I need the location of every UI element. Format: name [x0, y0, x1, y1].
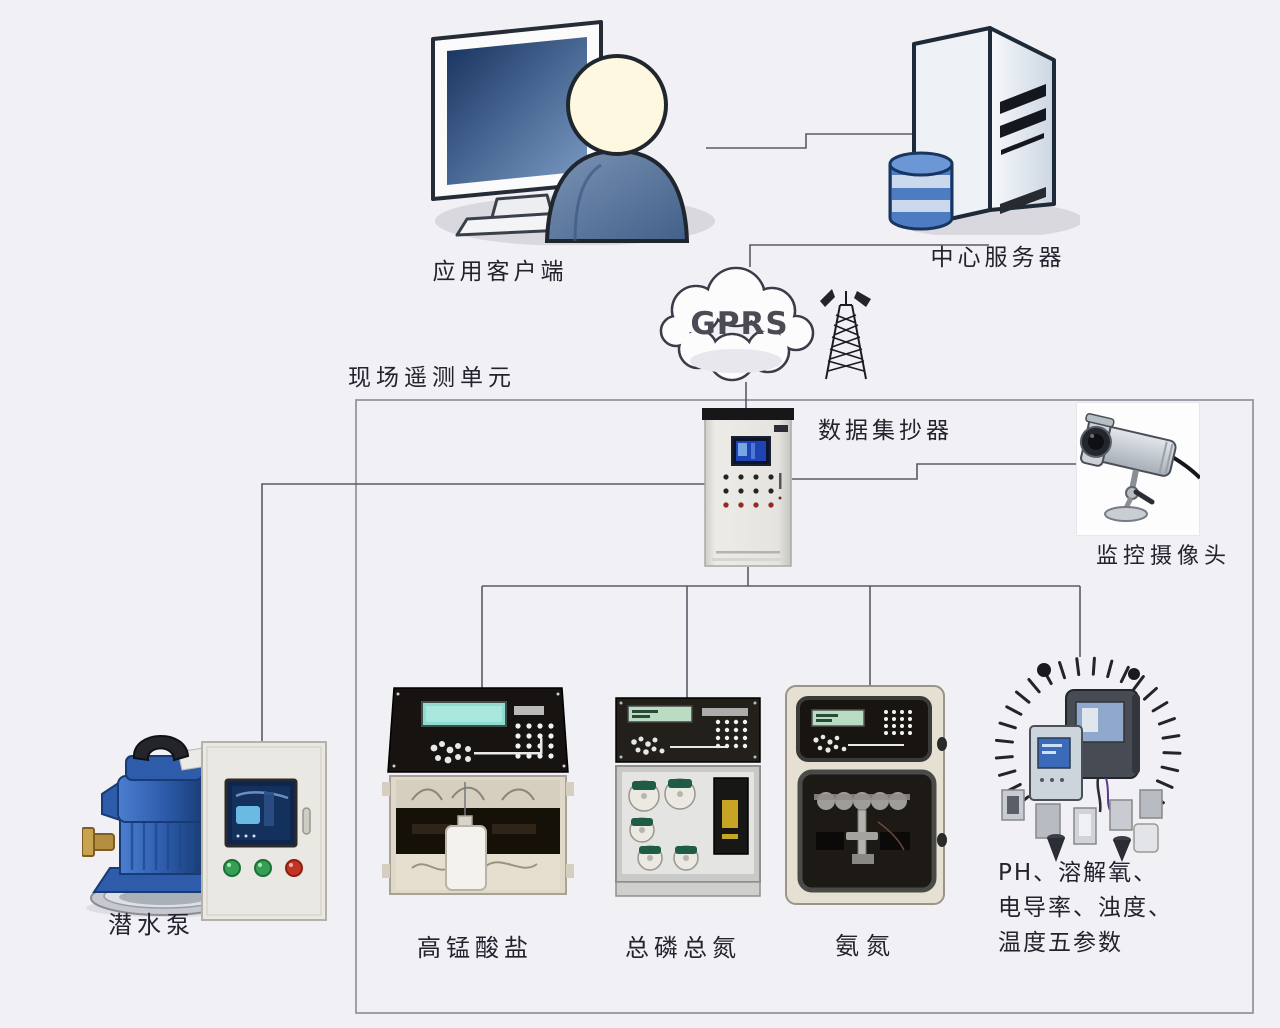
collector-buttons — [723, 474, 774, 508]
controller-units — [1029, 689, 1140, 813]
ammonia-label: 氨氮 — [835, 932, 897, 960]
door-latch — [937, 833, 947, 847]
reagent-bottle — [445, 825, 487, 891]
five-parameter-label: PH、溶解氧、 电导率、浊度、 温度五参数 — [998, 856, 1173, 961]
panel-screen — [224, 778, 298, 848]
panel-handle — [302, 807, 311, 835]
panel-indicator-lights — [223, 859, 303, 877]
field-unit-label: 现场遥测单元 — [348, 365, 516, 391]
pump-label: 潜水泵 — [108, 911, 195, 939]
collector-label: 数据集抄器 — [818, 418, 953, 444]
wire-collector-panel — [261, 483, 705, 743]
server-icon — [888, 26, 1080, 235]
permanganate-analyzer-icon — [382, 687, 574, 895]
collector-screen — [731, 436, 771, 466]
pump-icon — [82, 735, 246, 917]
analyzer-mechanism-window — [797, 769, 937, 893]
pump-handle — [132, 735, 190, 762]
gprs-label: GPRS — [690, 306, 789, 342]
camera-body — [1079, 413, 1177, 477]
analyzer-top-panel — [615, 697, 761, 763]
analyzer-display-window — [796, 696, 932, 762]
gprs-cloud-icon — [659, 266, 815, 382]
analyzer-top-panel — [387, 687, 569, 773]
camera-label: 监控摄像头 — [1096, 544, 1232, 569]
user-icon — [544, 54, 690, 243]
five-parameter-label-line1: PH、溶解氧、 — [998, 860, 1159, 886]
data-collector-icon — [702, 408, 794, 567]
five-parameter-icon — [994, 656, 1182, 862]
database-icon — [888, 151, 954, 231]
sensor-accessories — [1001, 789, 1163, 862]
server-label: 中心服务器 — [930, 245, 1066, 271]
client-computer-icon — [431, 20, 715, 245]
five-parameter-label-line2: 电导率、浊度、 — [998, 895, 1173, 921]
pump-outlet — [82, 827, 115, 857]
field-unit-frame — [355, 399, 1254, 1014]
analyzer-pump-bay — [615, 765, 761, 897]
monitor-icon — [431, 20, 603, 237]
five-parameter-label-line3: 温度五参数 — [998, 930, 1123, 956]
ammonia-analyzer-icon — [785, 685, 947, 905]
peristaltic-pumps — [628, 778, 699, 871]
camera-icon — [1076, 402, 1200, 536]
tptn-analyzer-icon — [615, 697, 761, 897]
wire-collector-camera — [792, 463, 1077, 480]
permanganate-label: 高锰酸盐 — [417, 934, 533, 962]
tptn-label: 总磷总氮 — [625, 934, 741, 962]
client-label: 应用客户端 — [432, 259, 568, 285]
wire-client-server — [706, 133, 913, 149]
door-latch — [937, 737, 947, 751]
camera-mount — [1104, 469, 1155, 522]
wire-cloud-server — [749, 244, 989, 267]
antenna-tower-icon — [820, 289, 871, 380]
control-panel-icon — [201, 741, 327, 921]
analyzer-wet-cabinet — [382, 775, 574, 895]
